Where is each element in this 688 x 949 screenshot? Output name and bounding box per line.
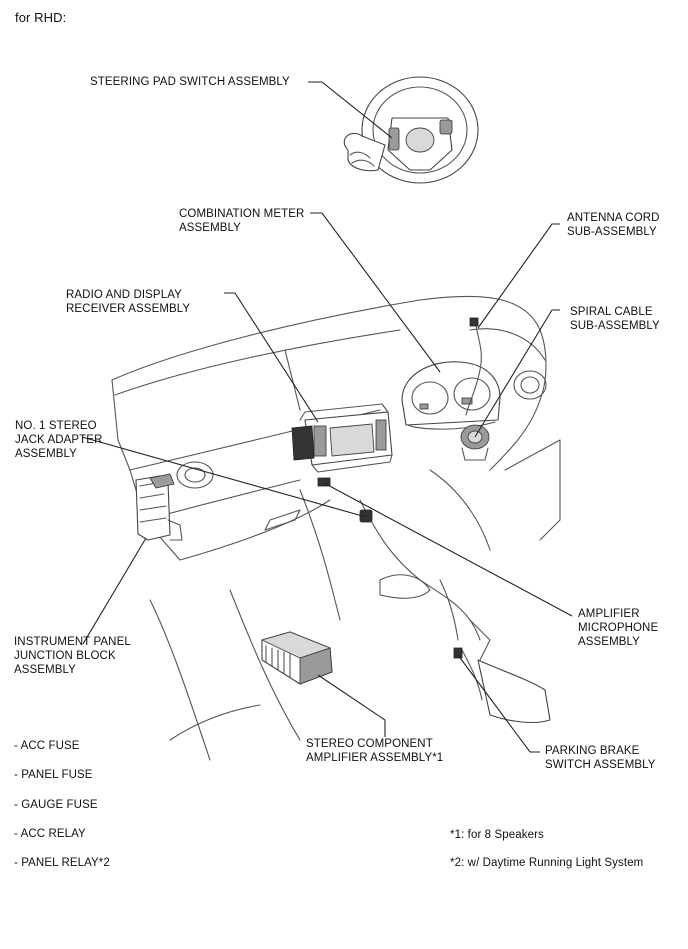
label-line: ASSEMBLY <box>14 664 76 676</box>
dashboard-drawing <box>111 295 561 761</box>
combination-meter-drawing <box>401 361 501 430</box>
label-line: RADIO AND DISPLAY <box>66 289 182 301</box>
label-line: ASSEMBLY <box>179 222 241 234</box>
label-antenna-cord: ANTENNA CORD SUB-ASSEMBLY <box>567 211 660 239</box>
footnote: *2: w/ Daytime Running Light System <box>450 857 644 869</box>
spiral-cable-drawing <box>460 424 490 461</box>
label-stereo-jack-adapter: NO. 1 STEREO JACK ADAPTER ASSEMBLY <box>15 419 102 461</box>
label-line: SWITCH ASSEMBLY <box>545 759 656 771</box>
label-line: SUB-ASSEMBLY <box>570 320 660 332</box>
label-line: PARKING BRAKE <box>545 745 640 757</box>
label-line: SUB-ASSEMBLY <box>567 226 657 238</box>
label-spiral-cable: SPIRAL CABLE SUB-ASSEMBLY <box>570 305 660 333</box>
fuse-list-item: - ACC RELAY <box>14 828 86 840</box>
fuse-list-item: - GAUGE FUSE <box>14 799 98 811</box>
label-combination-meter: COMBINATION METER ASSEMBLY <box>179 207 304 235</box>
label-steering-pad-switch: STEERING PAD SWITCH ASSEMBLY <box>90 75 290 89</box>
label-stereo-component-amplifier: STEREO COMPONENT AMPLIFIER ASSEMBLY*1 <box>306 737 443 765</box>
amplifier-microphone-drawing <box>317 477 331 487</box>
parking-brake-switch-drawing <box>453 647 463 659</box>
label-line: STEERING PAD SWITCH ASSEMBLY <box>90 76 290 88</box>
fuse-list-item: - ACC FUSE <box>14 740 80 752</box>
label-line: RECEIVER ASSEMBLY <box>66 303 191 315</box>
label-line: STEREO COMPONENT <box>306 738 433 750</box>
junction-block-drawing <box>135 473 183 541</box>
footnote: *1: for 8 Speakers <box>450 829 544 841</box>
stereo-amplifier-drawing <box>260 631 333 685</box>
label-line: JUNCTION BLOCK <box>14 650 116 662</box>
label-line: NO. 1 STEREO <box>15 420 97 432</box>
leader-lines <box>81 81 573 753</box>
antenna-cord-drawing <box>465 317 482 416</box>
label-line: JACK ADAPTER <box>15 434 103 446</box>
label-line: COMBINATION METER <box>179 208 305 220</box>
page-header: for RHD: <box>15 10 67 25</box>
label-line: AMPLIFIER <box>578 608 640 620</box>
label-line: ANTENNA CORD <box>567 212 660 224</box>
stereo-jack-drawing <box>359 509 373 523</box>
steering-wheel-drawing <box>343 76 479 184</box>
label-line: SPIRAL CABLE <box>570 306 653 318</box>
fuse-list-item: - PANEL FUSE <box>14 769 93 781</box>
label-line: ASSEMBLY <box>578 636 640 648</box>
label-line: MICROPHONE <box>578 622 659 634</box>
radio-receiver-drawing <box>291 403 393 473</box>
label-parking-brake-switch: PARKING BRAKE SWITCH ASSEMBLY <box>545 744 656 772</box>
label-line: INSTRUMENT PANEL <box>14 636 131 648</box>
label-radio-display-receiver: RADIO AND DISPLAY RECEIVER ASSEMBLY <box>66 288 190 316</box>
label-line: ASSEMBLY <box>15 448 77 460</box>
label-junction-block: INSTRUMENT PANEL JUNCTION BLOCK ASSEMBLY <box>14 635 131 677</box>
label-amplifier-microphone: AMPLIFIER MICROPHONE ASSEMBLY <box>578 607 658 649</box>
label-line: AMPLIFIER ASSEMBLY*1 <box>306 752 444 764</box>
fuse-list-item: - PANEL RELAY*2 <box>14 857 110 869</box>
